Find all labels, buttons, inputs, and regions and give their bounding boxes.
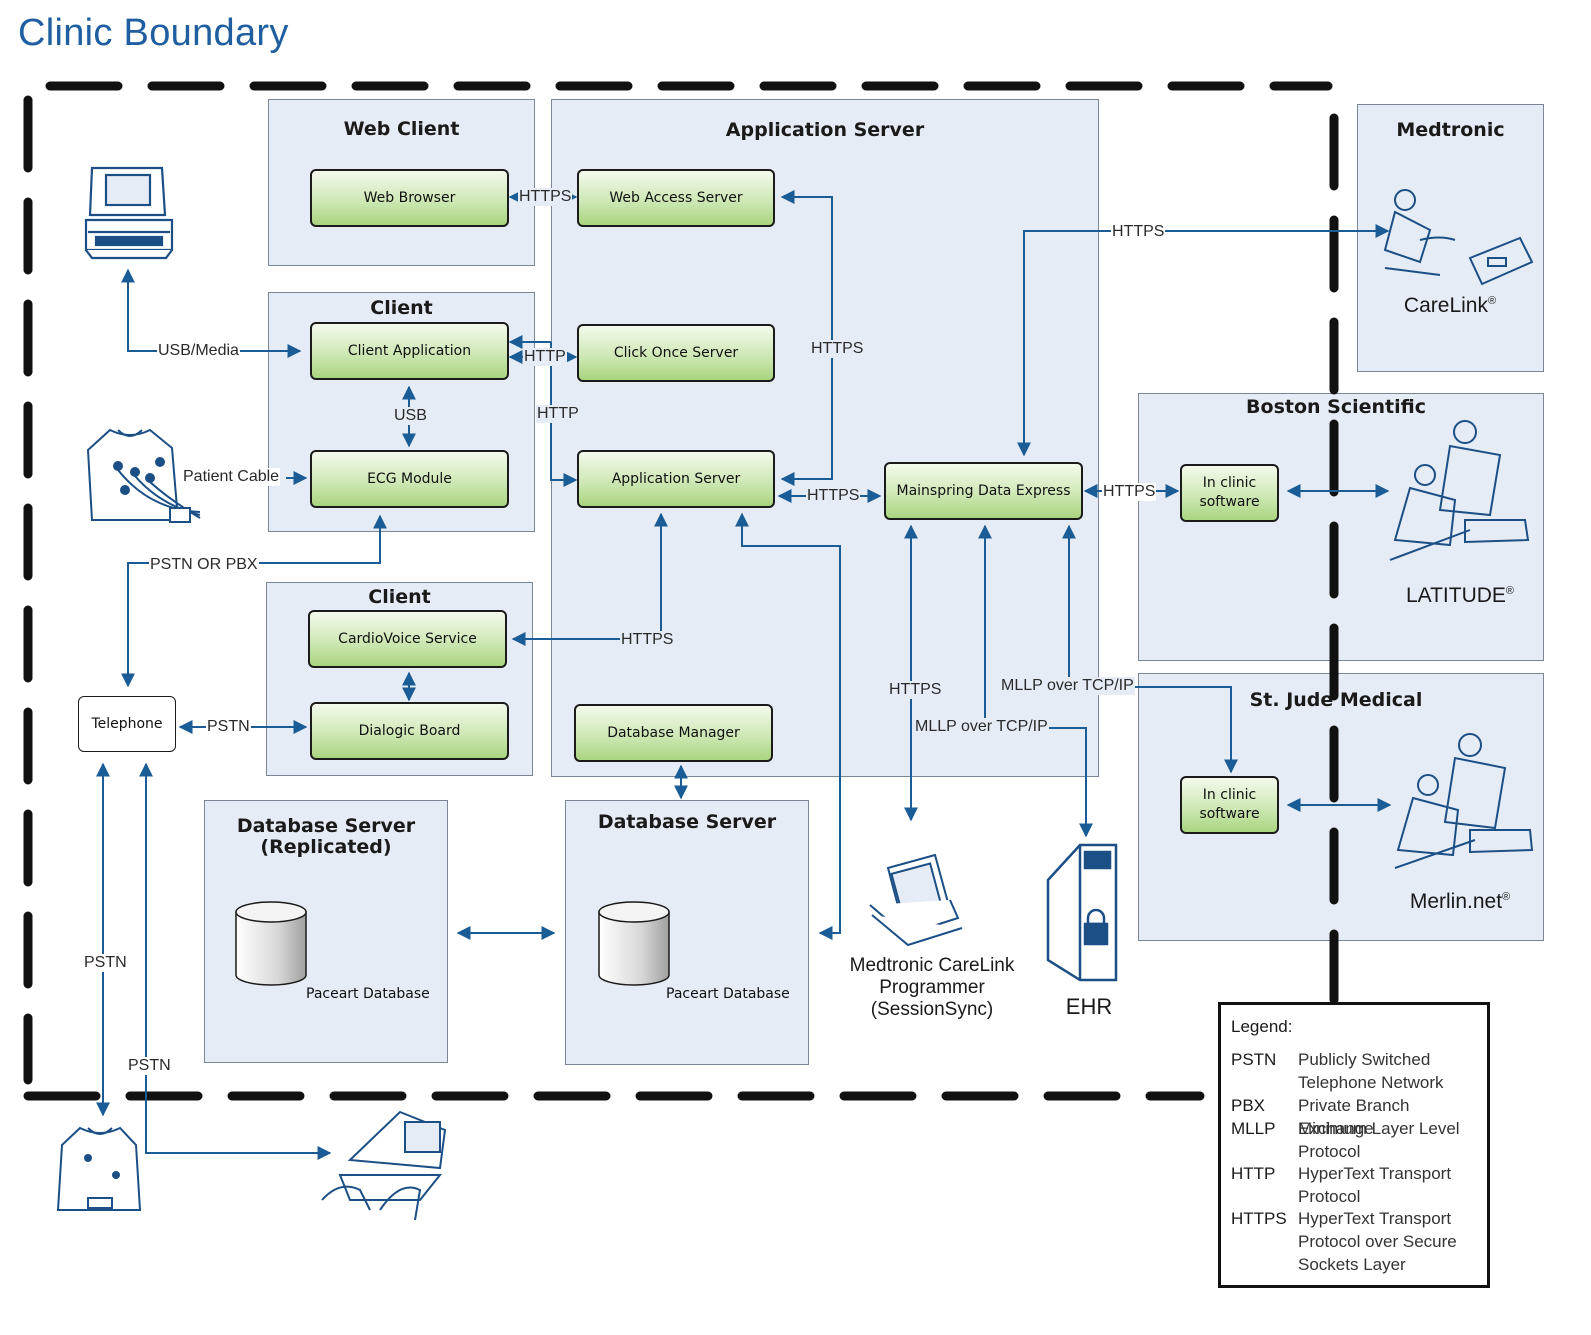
box-line: In clinic [1202, 787, 1257, 803]
label-pstn-left: PSTN [83, 954, 128, 972]
panel-title: Medtronic [1396, 119, 1505, 141]
ecg-module-box: ECG Module [310, 450, 509, 508]
latitude-clinicians-icon [1389, 420, 1530, 561]
telephone-box: Telephone [78, 696, 176, 752]
boston-in-clinic-software-box: In clinic software [1180, 464, 1279, 522]
caption-line: Medtronic CareLink [849, 955, 1015, 976]
legend-def: Publicly Switched Telephone Network [1298, 1050, 1444, 1092]
box-line: software [1199, 806, 1260, 822]
label-https-programmer: HTTPS [888, 681, 943, 699]
box-line: In clinic [1202, 475, 1257, 491]
legend-abbr: HTTPS [1231, 1209, 1287, 1228]
label-http-vertical: HTTP [536, 405, 580, 423]
label-https-vertical: HTTPS [810, 340, 865, 358]
label-mllp-top: MLLP over TCP/IP [1000, 677, 1135, 695]
registered-mark: ® [1502, 891, 1511, 903]
legend-def: Minimum Layer Level Protocol [1298, 1119, 1460, 1161]
label-pstn-right: PSTN [127, 1057, 172, 1075]
programmer-caption: Medtronic CareLink Programmer (SessionSy… [822, 955, 1042, 1021]
label-https-cardiovoice: HTTPS [620, 631, 675, 649]
database-manager-box: Database Manager [574, 704, 773, 762]
label-http-click: HTTP [523, 348, 567, 366]
ecg-cart-icon [84, 166, 174, 260]
ehr-caption: EHR [1065, 994, 1113, 1019]
programmer-icon [869, 853, 963, 947]
cardiovoice-service-box: CardioVoice Service [308, 610, 507, 668]
label-usb-media: USB/Media [157, 342, 240, 360]
label-https-web: HTTPS [518, 188, 573, 206]
merlin-caption: Merlin.net® [1370, 886, 1550, 913]
panel-title: Client [370, 297, 433, 319]
client-application-box: Client Application [310, 322, 509, 380]
web-access-server-box: Web Access Server [577, 169, 775, 227]
legend-abbr: PBX [1231, 1096, 1266, 1115]
laptop-hands-icon [321, 1110, 447, 1221]
label-https-app-mde: HTTPS [806, 487, 861, 505]
legend-def: HyperText Transport Protocol over Secure… [1298, 1209, 1457, 1274]
legend-abbr: MLLP [1231, 1119, 1276, 1138]
caption-line: Programmer [879, 977, 985, 998]
legend-def: HyperText Transport Protocol [1298, 1164, 1452, 1206]
label-mllp-bottom: MLLP over TCP/IP [914, 718, 1049, 736]
paceart-database-replicated-caption: Paceart Database [306, 986, 430, 1002]
caption-text: CareLink [1403, 294, 1488, 317]
latitude-caption: LATITUDE® [1370, 580, 1550, 607]
page-title: Clinic Boundary [18, 12, 289, 54]
label-https-carelink: HTTPS [1111, 223, 1166, 241]
database-cylinder-icon [235, 901, 670, 986]
legend-def: Private Branch Exchange [1298, 1096, 1410, 1138]
stjude-in-clinic-software-box: In clinic software [1180, 776, 1279, 834]
label-pstn-telephone: PSTN [206, 718, 251, 736]
caption-text: LATITUDE [1405, 584, 1506, 607]
panel-title: Database Server [597, 811, 777, 833]
caption-text: Merlin.net [1409, 890, 1503, 913]
web-browser-box: Web Browser [310, 169, 509, 227]
merlin-clinicians-icon [1394, 733, 1534, 869]
label-usb: USB [393, 407, 428, 425]
carelink-monitor-icon [1383, 189, 1534, 286]
label-https-mde-boston: HTTPS [1102, 483, 1157, 501]
caption-line: (SessionSync) [870, 999, 994, 1020]
label-pstn-or-pbx: PSTN OR PBX [149, 556, 259, 574]
box-line: software [1199, 494, 1260, 510]
ehr-server-icon [1046, 843, 1118, 982]
legend-title: Legend: [1231, 1017, 1293, 1036]
patient-transmitter-icon [56, 1126, 142, 1211]
panel-title: Application Server [725, 119, 925, 141]
registered-mark: ® [1487, 295, 1497, 307]
mainspring-data-express-box: Mainspring Data Express [884, 462, 1083, 520]
carelink-caption: CareLink® [1360, 290, 1540, 317]
legend-abbr: HTTP [1231, 1164, 1276, 1183]
label-patient-cable: Patient Cable [182, 468, 281, 486]
panel-title: Web Client [343, 118, 460, 140]
application-server-box: Application Server [577, 450, 775, 508]
registered-mark: ® [1505, 585, 1515, 597]
legend-abbr: PSTN [1231, 1050, 1277, 1069]
dialogic-board-box: Dialogic Board [310, 702, 509, 760]
legend-box: Legend: PSTN Publicly Switched Telephone… [1218, 1002, 1490, 1288]
paceart-database-caption: Paceart Database [666, 986, 790, 1002]
click-once-server-box: Click Once Server [577, 324, 775, 382]
patient-chest-ecg-icon [86, 428, 201, 523]
